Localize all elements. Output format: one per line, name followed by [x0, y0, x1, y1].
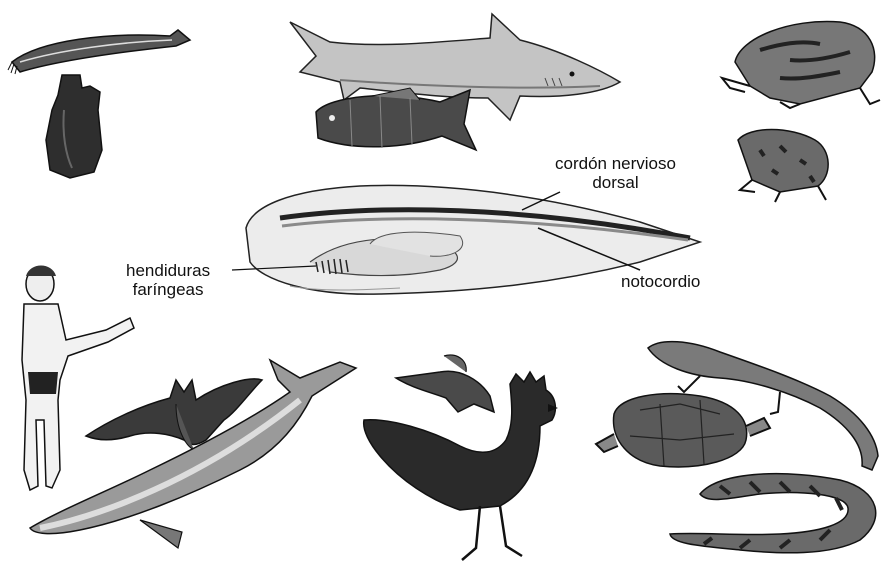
lancelet-illustration — [8, 30, 190, 74]
label-notochord: notocordio — [621, 272, 700, 291]
hummingbird-illustration — [396, 355, 494, 412]
human-illustration — [22, 266, 134, 491]
label-pharyngeal-slits-line1: hendiduras — [126, 261, 210, 280]
label-pharyngeal-slits-line2: faríngeas — [126, 280, 210, 299]
bony-fish-illustration — [316, 88, 476, 150]
label-dorsal-nerve-cord-line2: dorsal — [555, 173, 676, 192]
label-pharyngeal-slits: hendiduras faríngeas — [126, 261, 210, 299]
label-dorsal-nerve-cord-line1: cordón nervioso — [555, 154, 676, 173]
snake-illustration — [670, 474, 876, 553]
tunicate-illustration — [46, 75, 102, 178]
turtle-illustration — [596, 394, 770, 467]
frog-illustration — [738, 130, 828, 203]
label-dorsal-nerve-cord: cordón nervioso dorsal — [555, 154, 676, 192]
toad-illustration — [722, 21, 880, 108]
